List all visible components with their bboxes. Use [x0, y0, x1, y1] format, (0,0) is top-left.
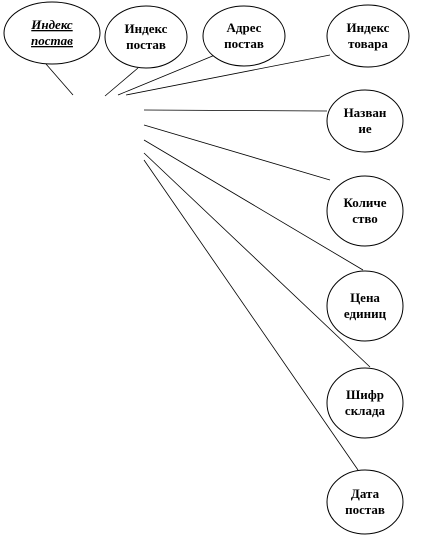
connector-line-4	[125, 54, 331, 96]
attribute-label-line: Дата	[351, 486, 380, 501]
attribute-label-line: Цена	[350, 290, 380, 305]
attribute-ellipse	[326, 89, 404, 153]
attribute-label-line: ие	[358, 121, 371, 136]
attribute-label-line: Индекс	[30, 17, 73, 32]
connector-line-8	[143, 152, 371, 368]
attribute-nodes: ИндекспоставИндекспоставАдреспоставИндек…	[3, 1, 410, 535]
attribute-label-line: Адрес	[227, 20, 262, 35]
attribute-label-line: постав	[126, 37, 166, 52]
attribute-label-line: Назван	[344, 105, 387, 120]
attribute-ellipse	[3, 1, 101, 65]
attribute-ellipse	[326, 270, 404, 342]
attribute-ellipse	[326, 469, 404, 535]
attribute-label-line: Индекс	[347, 20, 390, 35]
connector-line-5	[143, 109, 328, 112]
connector-lines	[45, 54, 371, 471]
attribute-label-line: ство	[352, 211, 378, 226]
connector-line-6	[143, 124, 331, 181]
attribute-label-line: единиц	[344, 306, 387, 321]
connector-line-1	[45, 63, 74, 96]
attribute-ellipse	[326, 367, 404, 439]
connector-line-9	[143, 159, 359, 471]
attribute-label-line: товара	[348, 36, 388, 51]
attribute-label-line: Количе	[344, 195, 387, 210]
attribute-label-line: Индекс	[125, 21, 168, 36]
connector-line-3	[117, 54, 216, 96]
attribute-label-line: постав	[345, 502, 385, 517]
attribute-label-line: постав	[31, 33, 73, 48]
attribute-ellipse	[104, 5, 188, 69]
attribute-ellipse	[326, 4, 410, 68]
connector-line-7	[143, 139, 364, 271]
attribute-label-line: постав	[224, 36, 264, 51]
attribute-ellipse	[326, 175, 404, 247]
attribute-label-line: Шифр	[346, 387, 384, 402]
attribute-ellipse	[202, 5, 286, 67]
attribute-label-line: склада	[345, 403, 386, 418]
connector-line-2	[104, 67, 139, 97]
